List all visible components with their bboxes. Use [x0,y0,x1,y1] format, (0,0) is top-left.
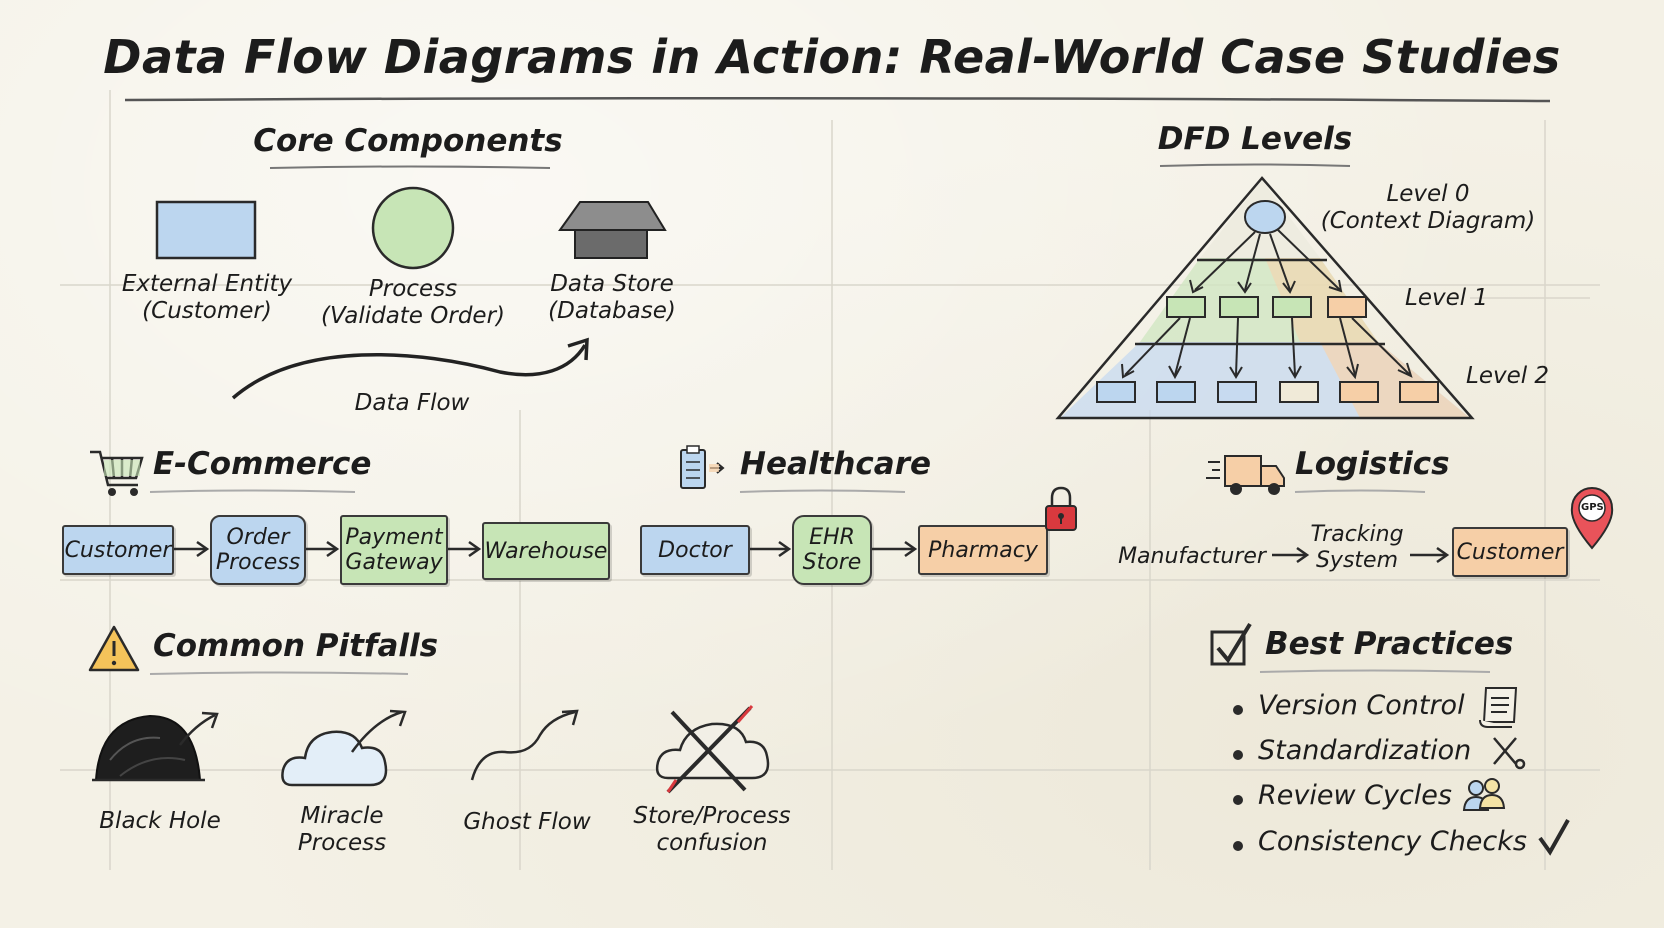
check-icon [1538,819,1570,856]
healthcare-pharmacy-node: Pharmacy [918,525,1048,575]
logistics-customer-node: Customer [1452,527,1568,577]
external-entity-label: External Entity(Customer) [121,271,293,324]
level-2-label: Level 2 [1466,363,1550,389]
ecommerce-heading: E-Commerce [153,446,372,482]
best-practices-heading: Best Practices [1265,626,1514,662]
process-label: Process(Validate Order) [320,276,506,329]
people-icon [1462,778,1506,811]
data-store-shape [558,201,667,259]
ecommerce-warehouse-node: Warehouse [482,522,610,580]
tools-icon [1493,737,1526,770]
data-flow-arrow [231,344,587,400]
level-1-label: Level 1 [1405,285,1489,311]
best-practice-item-version-control: Version Control [1258,690,1465,721]
data-store-label: Data Store(Database) [548,271,676,324]
best-practice-item-review-cycles: Review Cycles [1258,780,1452,811]
cloud-icon [281,709,407,787]
ghost-flow-label: Ghost Flow [463,809,591,835]
healthcare-heading: Healthcare [740,446,932,482]
dfd-levels-heading: DFD Levels [1157,121,1353,157]
best-practice-item-consistency-checks: Consistency Checks [1258,826,1527,857]
logistics-manufacturer-node: Manufacturer [1118,544,1266,569]
gps-pin-icon [1570,487,1614,550]
ghost-flow-arrow [470,709,579,781]
lock-icon [1045,486,1077,531]
best-practice-item-standardization: Standardization [1258,735,1472,766]
external-entity-shape [155,200,257,260]
healthcare-doctor-node: Doctor [640,525,750,575]
gps-pin-label: GPS [1581,502,1604,513]
black-hole-label: Black Hole [99,808,221,834]
core-components-heading: Core Components [253,123,563,159]
logistics-heading: Logistics [1295,446,1450,482]
black-hole-icon [92,711,219,782]
common-pitfalls-heading: Common Pitfalls [153,628,439,664]
crossed-cloud-icon [655,705,770,794]
ecommerce-customer-node: Customer [62,525,174,575]
process-shape [371,186,455,270]
level-0-label: Level 0(Context Diagram) [1320,181,1536,234]
scroll-icon [1479,687,1518,728]
data-flow-label: Data Flow [354,390,470,416]
page-title: Data Flow Diagrams in Action: Real-World… [103,30,1561,84]
